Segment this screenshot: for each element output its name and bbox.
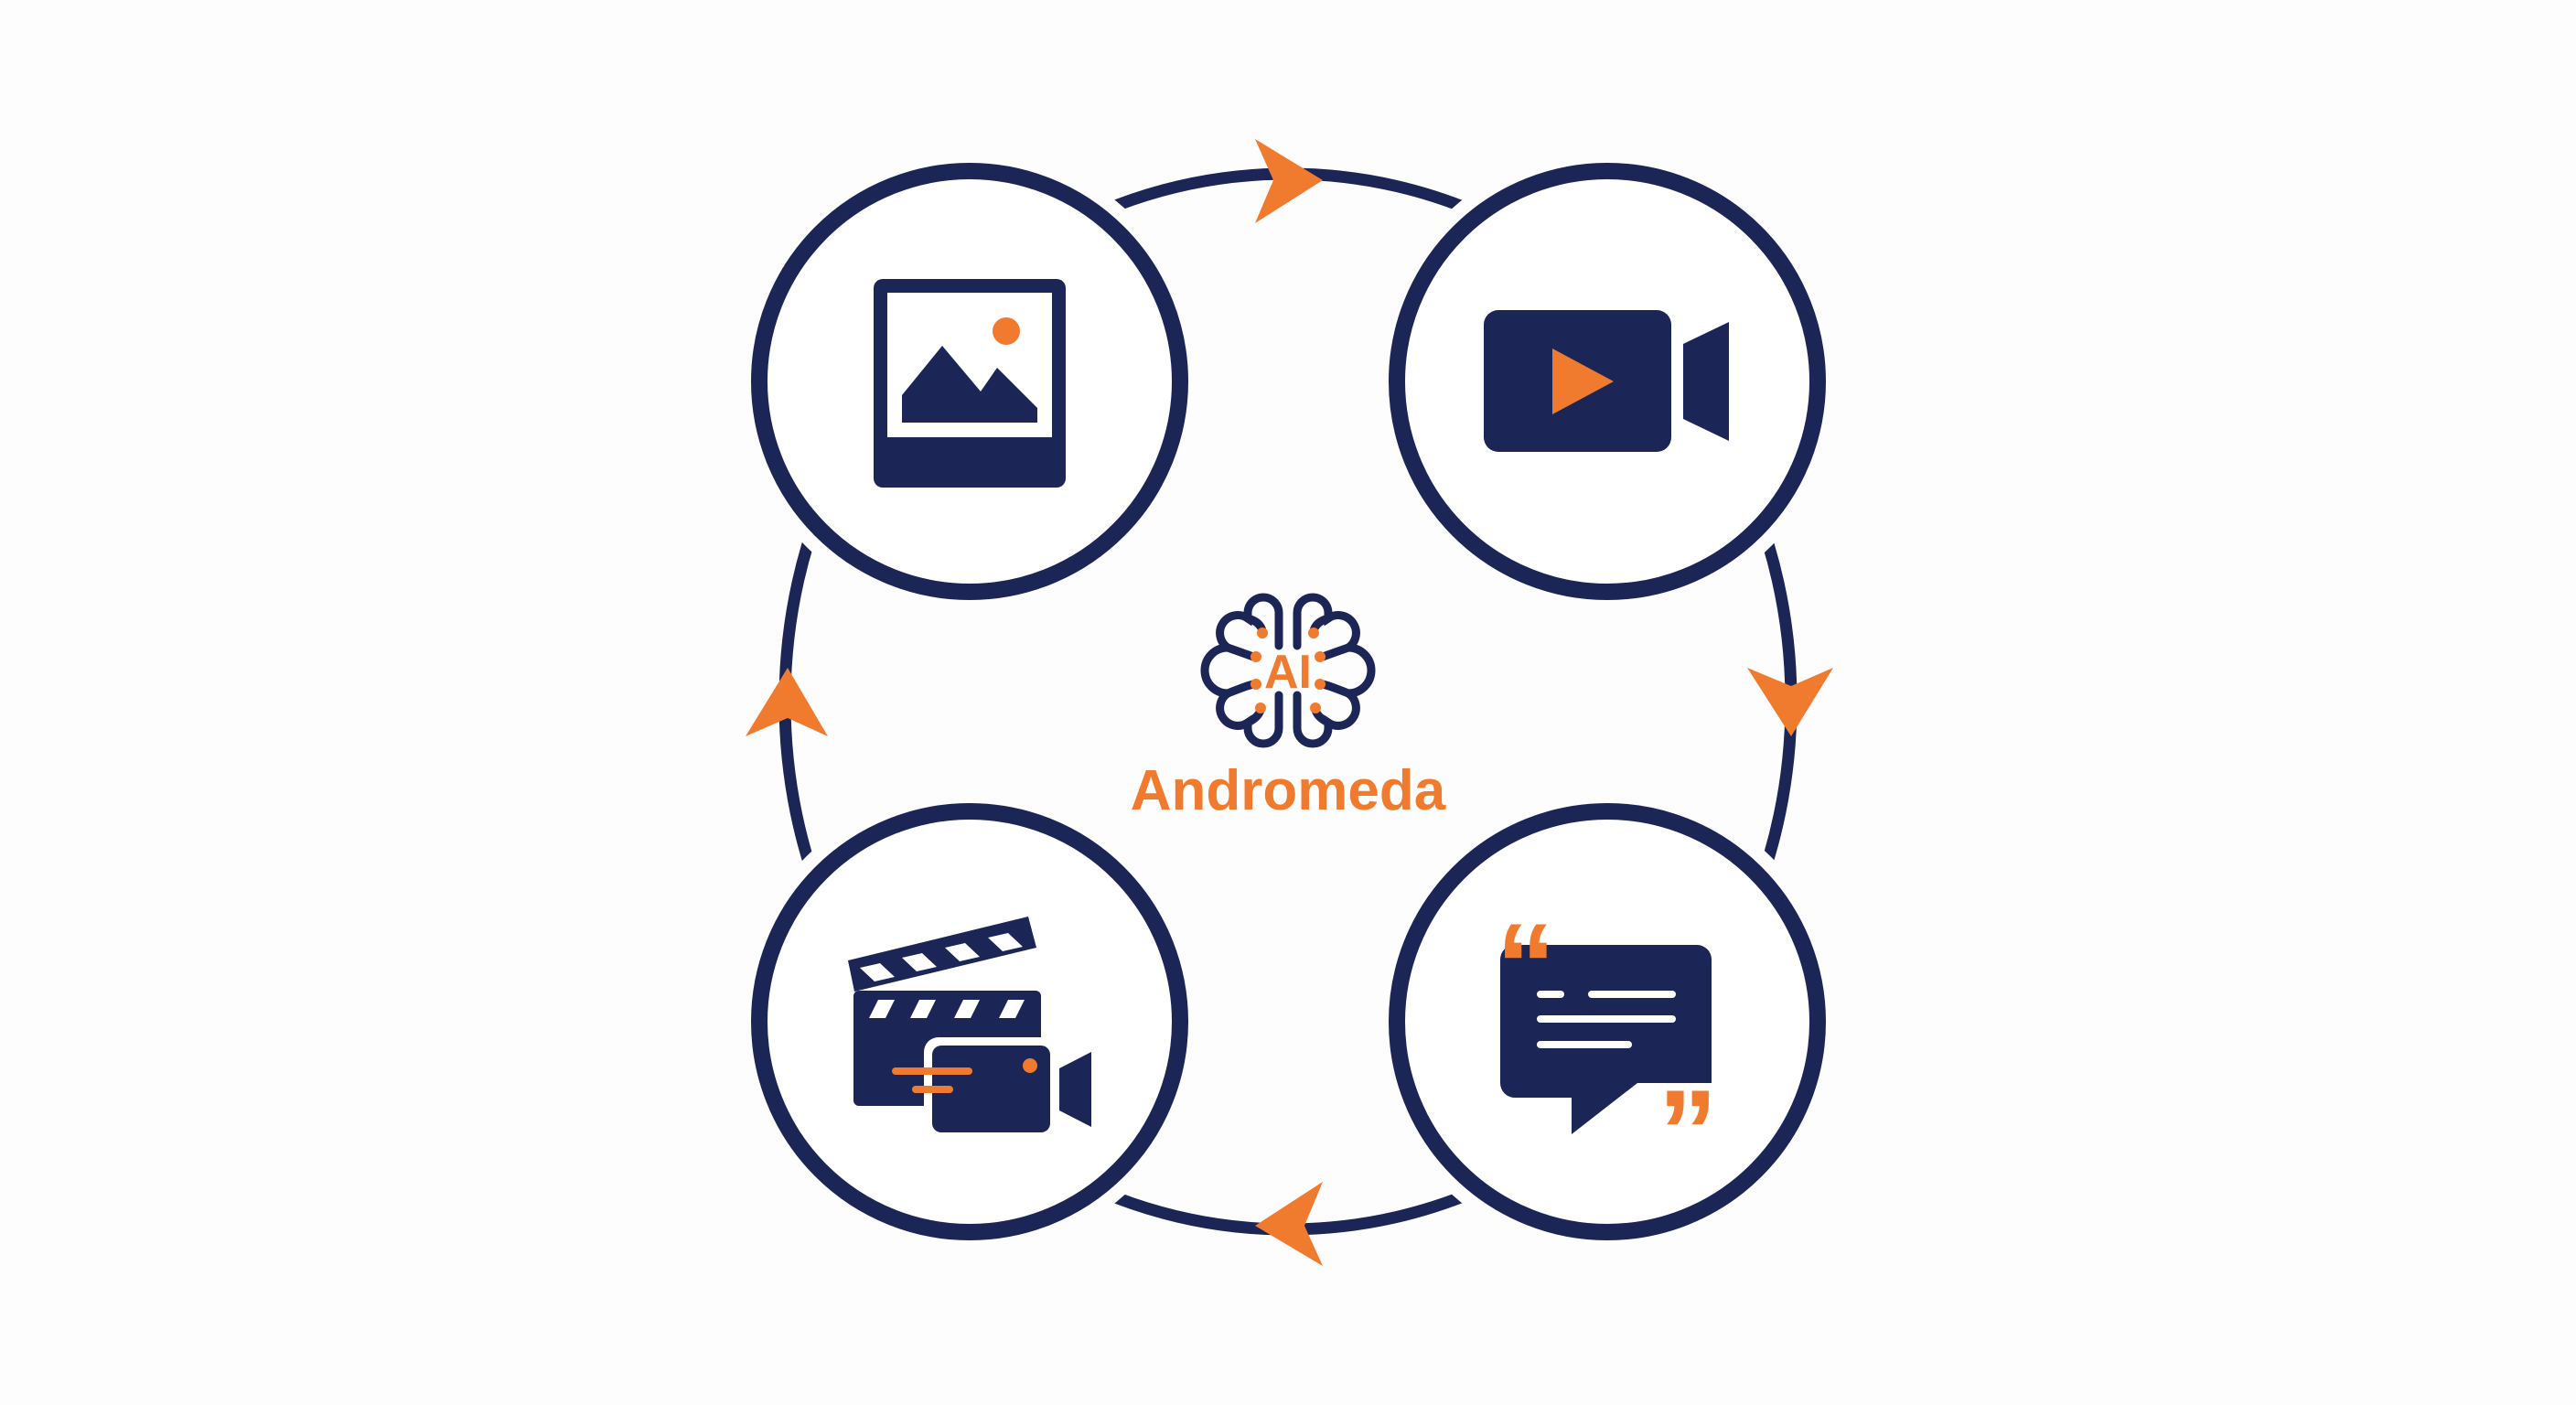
video-camera-icon xyxy=(1484,310,1729,452)
clapperboard-camera-icon xyxy=(848,917,1091,1140)
node-video xyxy=(1375,149,1840,614)
arrow-left-icon xyxy=(1255,1182,1323,1266)
chat-quote-icon: “ ” xyxy=(1497,898,1718,1198)
arrow-up-icon xyxy=(746,668,828,736)
brain-right-half xyxy=(1293,593,1376,748)
brain-left-half xyxy=(1200,593,1283,748)
arrow-down-icon xyxy=(1747,668,1833,736)
ai-badge: AI xyxy=(1264,646,1312,699)
image-icon xyxy=(874,279,1066,488)
brand-title: Andromeda xyxy=(1131,759,1446,822)
node-film xyxy=(737,789,1202,1254)
brain-icon: AI xyxy=(1200,593,1376,748)
close-quote-icon: ” xyxy=(1658,1065,1718,1198)
node-image xyxy=(737,149,1202,614)
open-quote-icon: “ xyxy=(1497,898,1556,1032)
arrow-right-icon xyxy=(1255,139,1323,223)
node-text: “ ” xyxy=(1375,789,1840,1254)
